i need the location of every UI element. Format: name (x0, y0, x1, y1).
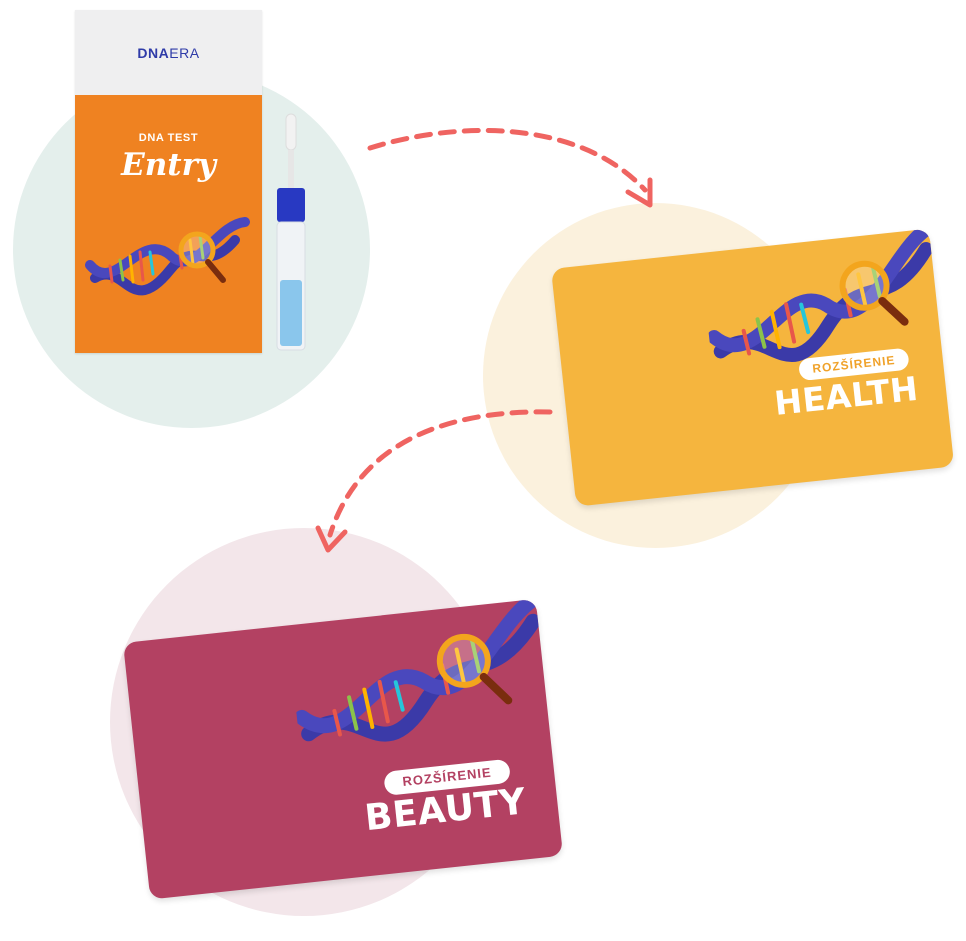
swab-tube-icon (276, 113, 306, 351)
dna-test-box: DNAERA DNA TEST Entry (75, 10, 262, 353)
magnifier-icon (839, 260, 909, 326)
health-card[interactable]: ROZŠÍRENIE HEALTH (551, 228, 955, 507)
magnifier-icon (436, 633, 513, 705)
magnifier-icon (178, 231, 226, 283)
brand-logo: DNAERA (75, 45, 262, 61)
beauty-card[interactable]: ROZŠÍRENIE BEAUTY (123, 598, 564, 900)
box-body: DNA TEST Entry (75, 95, 262, 353)
box-product-name: Entry (121, 147, 216, 183)
box-label: DNA TEST (138, 132, 199, 144)
brand-logo-light: ERA (169, 45, 200, 61)
brand-logo-bold: DNA (137, 45, 170, 61)
dna-helix-icon (85, 217, 250, 296)
dashed-arrow-icon (367, 128, 653, 208)
dna-helix-icon (707, 228, 934, 362)
dna-helix-icon (294, 598, 542, 742)
box-header: DNAERA (75, 10, 262, 95)
